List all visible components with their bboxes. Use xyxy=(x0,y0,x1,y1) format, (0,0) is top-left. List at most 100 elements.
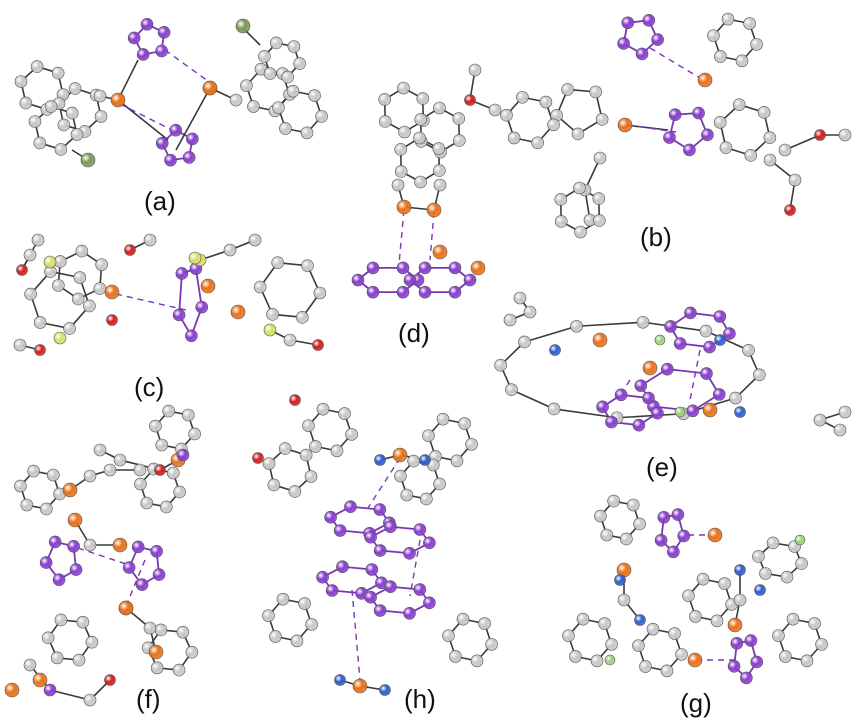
panel-label-g: (g) xyxy=(680,688,712,718)
atom-carbon xyxy=(93,443,107,457)
atom-carbon xyxy=(600,528,614,542)
atom-chalcogen xyxy=(697,72,713,88)
atom-chalcogen xyxy=(230,304,246,320)
atom-chalcogen xyxy=(67,512,83,528)
atom-carbon xyxy=(253,280,267,294)
atom-carbon xyxy=(682,589,695,602)
atom-carbon xyxy=(162,404,175,418)
ring-bond xyxy=(667,368,707,375)
atom-chalcogen xyxy=(202,80,218,96)
panel-label-e: (e) xyxy=(646,452,678,482)
atom-carbon xyxy=(338,407,351,420)
atom-carbon xyxy=(298,597,311,610)
atom-carbon xyxy=(398,125,411,139)
atom-carbon xyxy=(523,305,537,319)
panel-label-a: (a) xyxy=(144,186,176,216)
atom-nitrogen_ring xyxy=(127,31,141,45)
atom-nitrogen_ring xyxy=(663,131,676,144)
atom-carbon xyxy=(593,151,607,165)
atom-chalcogen xyxy=(470,260,486,276)
atom-chalcogen xyxy=(104,284,120,300)
atom-carbon xyxy=(696,572,710,586)
atom-nitrogen_ring xyxy=(155,44,168,58)
atom-nitrogen_ring xyxy=(413,523,427,536)
atom-carbon xyxy=(778,143,792,157)
atom-carbon xyxy=(539,95,553,109)
atom-nitrogen_ring xyxy=(621,16,635,30)
panel-label-h: (h) xyxy=(404,684,436,714)
atom-nitrogen xyxy=(549,344,561,356)
atom-carbon xyxy=(598,617,611,630)
atom-nitrogen_ring xyxy=(660,362,674,376)
atom-carbon xyxy=(316,402,330,416)
atom-carbon xyxy=(449,650,462,663)
chalcogen-bond-contact xyxy=(627,124,677,133)
atom-carbon xyxy=(456,612,470,626)
atom-carbon xyxy=(815,638,828,651)
atom-carbon xyxy=(33,136,47,150)
atom-nitrogen_ring xyxy=(136,48,150,61)
atom-carbon xyxy=(516,90,529,104)
atom-carbon xyxy=(617,593,631,607)
atom-carbon xyxy=(14,479,27,493)
atom-carbon xyxy=(19,96,33,110)
bond xyxy=(553,408,618,419)
atom-carbon xyxy=(27,464,40,478)
atom-carbon xyxy=(733,593,747,607)
atom-nitrogen_ring xyxy=(727,660,741,673)
chalcogen-bond-contact xyxy=(649,47,701,79)
atom-chalcogen xyxy=(592,332,608,348)
atom-carbon xyxy=(13,338,27,352)
atom-carbon xyxy=(30,60,44,73)
atom-nitrogen_ring xyxy=(364,530,377,544)
atom-sulfur xyxy=(43,255,57,269)
atom-nitrogen_ring xyxy=(373,544,387,557)
atom-carbon xyxy=(70,128,84,141)
atom-carbon xyxy=(838,128,852,142)
atom-carbon xyxy=(262,609,275,622)
atom-chalcogen xyxy=(702,402,718,418)
atom-carbon xyxy=(304,470,318,483)
atom-carbon xyxy=(276,592,290,606)
atom-nitrogen_ring xyxy=(396,261,410,275)
atom-carbon xyxy=(744,149,758,162)
atom-nitrogen_ring xyxy=(316,570,329,584)
atom-chalcogen xyxy=(352,678,368,694)
atom-carbon xyxy=(41,631,55,645)
atom-carbon xyxy=(632,639,645,652)
atom-carbon xyxy=(478,617,491,630)
atom-nitrogen_ring xyxy=(48,535,62,549)
atom-carbon xyxy=(547,118,560,132)
atom-nitrogen_ring xyxy=(614,388,628,402)
atom-carbon xyxy=(436,412,450,426)
panel-label-b: (b) xyxy=(640,222,672,252)
atom-nitrogen_ring xyxy=(364,590,377,604)
atom-nitrogen_ring xyxy=(740,671,753,685)
atom-nitrogen xyxy=(734,564,746,576)
atom-carbon xyxy=(286,84,300,98)
atom-carbon xyxy=(140,496,154,510)
atom-nitrogen_ring xyxy=(673,337,687,350)
atom-carbon xyxy=(735,54,749,68)
atom-carbon xyxy=(94,110,108,123)
bond xyxy=(117,99,169,141)
atom-nitrogen_ring xyxy=(131,540,145,554)
atom-chalcogen xyxy=(4,682,20,698)
atom-nitrogen_ring xyxy=(373,604,387,617)
atom-nitrogen_ring xyxy=(155,136,169,150)
panel-label-d: (d) xyxy=(398,318,430,348)
atom-nitrogen_ring xyxy=(423,536,436,550)
atom-carbon xyxy=(378,115,392,128)
atom-oxygen xyxy=(814,129,826,141)
atom-oxygen xyxy=(154,464,166,476)
atom-oxygen xyxy=(252,452,264,464)
atom-carbon xyxy=(278,442,292,455)
atom-oxygen xyxy=(464,94,476,106)
atom-carbon xyxy=(75,244,89,258)
atom-carbon xyxy=(269,36,283,50)
atom-nitrogen_ring xyxy=(744,634,758,647)
atom-nitrogen_ring xyxy=(635,47,649,61)
bond xyxy=(784,134,821,151)
atom-nitrogen_ring xyxy=(448,261,462,275)
